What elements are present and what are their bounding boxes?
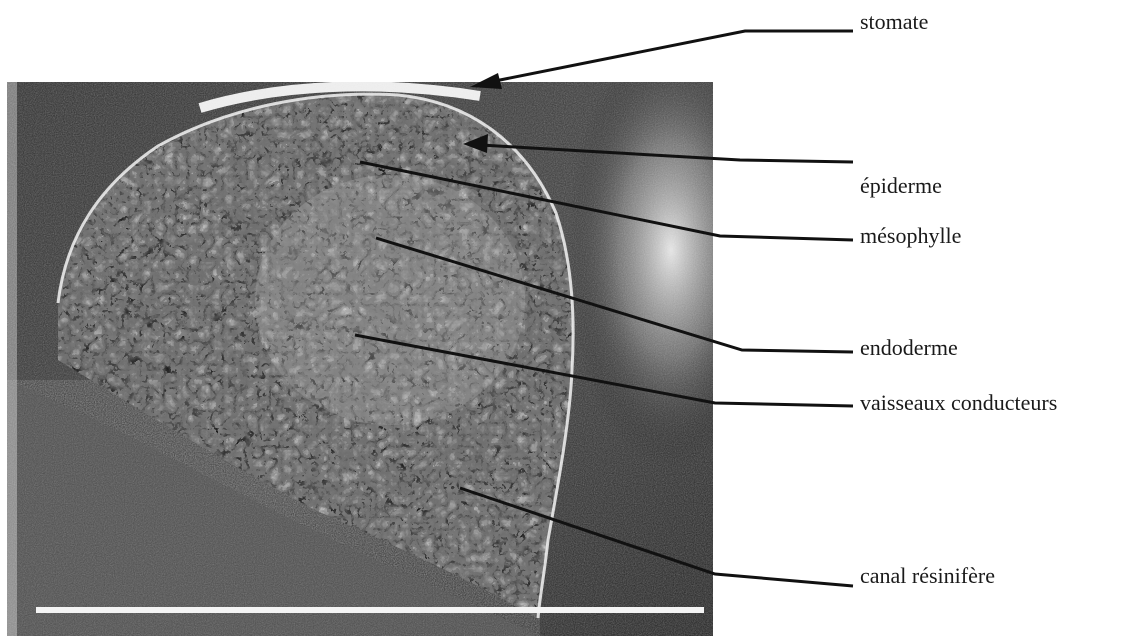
scale-bar: [36, 607, 704, 613]
label-endoderme: endoderme: [860, 337, 958, 359]
label-stomate: stomate: [860, 11, 928, 33]
label-epiderme: épiderme: [860, 175, 942, 197]
label-canal-resinifere: canal résinifère: [860, 565, 995, 587]
label-vaisseaux-conducteurs: vaisseaux conducteurs: [860, 392, 1057, 414]
arrow-stomate: [470, 73, 502, 89]
micrograph-photo: [7, 82, 713, 636]
label-mesophylle: mésophylle: [860, 225, 961, 247]
leader-stomate: [495, 31, 853, 81]
